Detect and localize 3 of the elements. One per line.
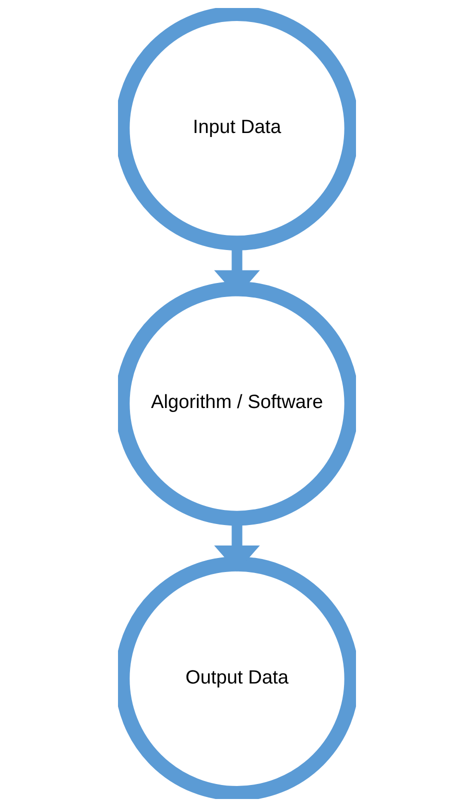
node-circle: Algorithm / Software [118, 281, 356, 526]
node-circle: Output Data [118, 556, 356, 799]
node-circle: Input Data [118, 8, 356, 250]
